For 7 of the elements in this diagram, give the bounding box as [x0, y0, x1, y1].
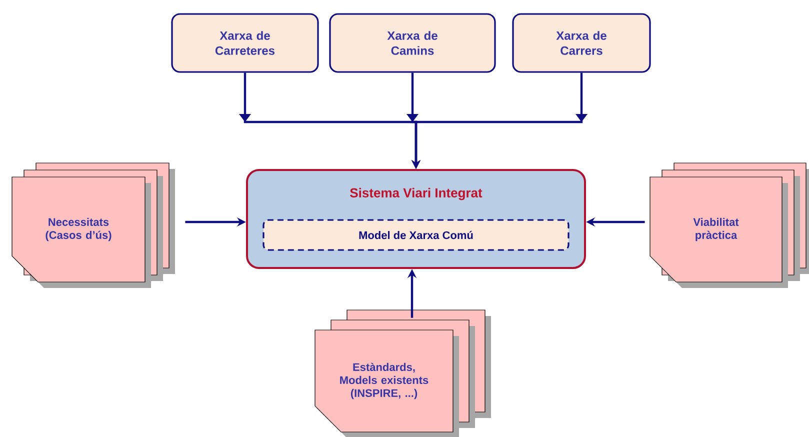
- document-stack: Necessitats (Casos d’ús): [12, 162, 175, 288]
- document-stack: Estàndards, Models existents (INSPIRE, ...): [314, 310, 491, 437]
- model-box: Model de Xarxa Comú: [262, 219, 570, 251]
- network-box: Xarxa de Camins: [329, 13, 496, 73]
- network-box: Xarxa de Carrers: [512, 13, 651, 73]
- document-stack: Viabilitat pràctica: [650, 162, 809, 288]
- network-box: Xarxa de Carreteres: [171, 13, 319, 73]
